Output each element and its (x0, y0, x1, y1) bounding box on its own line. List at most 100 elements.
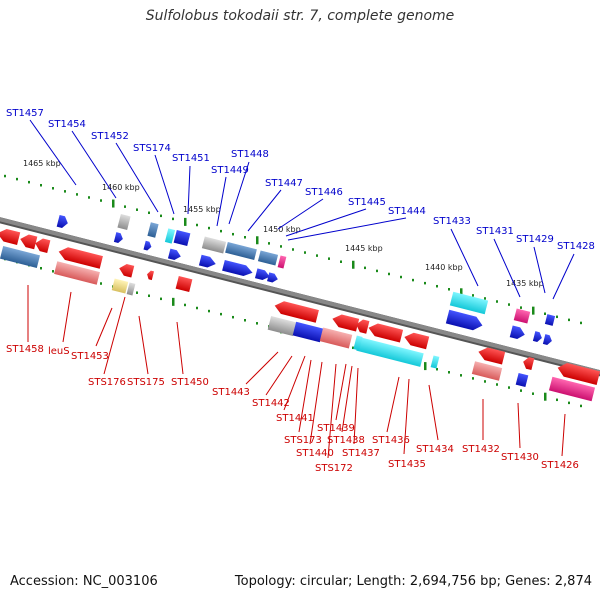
gene-shape (173, 229, 191, 247)
scale-label: 1450 kbp (263, 225, 301, 234)
bottom-callout-line (176, 321, 184, 375)
scale-tick (520, 389, 522, 392)
gene-glyph (175, 275, 193, 293)
gene-glyph (20, 234, 38, 250)
bottom-callout-line (265, 355, 293, 396)
bottom-callout-line (138, 315, 149, 375)
scale-tick (352, 260, 355, 269)
scale-tick (268, 242, 270, 245)
scale-tick (376, 269, 378, 273)
gene-shape (254, 268, 270, 281)
top-callout-line (247, 189, 282, 232)
gene-shape (54, 261, 100, 285)
top-gene-label: ST1428 (557, 241, 595, 252)
scale-tick (64, 190, 66, 193)
scale-tick (388, 272, 390, 276)
scale-tick (496, 383, 498, 386)
top-gene-label: ST1445 (348, 197, 386, 208)
gene-glyph (515, 372, 529, 388)
gene-glyph (257, 250, 279, 266)
gene-glyph (523, 357, 535, 371)
scale-tick (232, 315, 234, 319)
upper-scale-track (4, 174, 582, 325)
gene-shape (274, 301, 319, 323)
scale-tick (184, 217, 187, 226)
top-gene-label: ST1454 (48, 119, 86, 130)
gene-glyph (56, 214, 68, 228)
bottom-gene-label: STS173 (284, 435, 322, 446)
gene-shape (478, 347, 506, 365)
scale-tick (160, 214, 162, 218)
scale-tick (220, 312, 222, 316)
gene-shape (225, 241, 257, 261)
scale-tick (448, 288, 450, 291)
gene-shape (164, 228, 176, 244)
gene-glyph (35, 238, 51, 254)
bottom-gene-label: ST1426 (541, 460, 579, 471)
top-callout-line (450, 228, 479, 287)
bottom-callout-line (283, 355, 306, 411)
scale-tick (556, 315, 558, 319)
scale-tick (520, 306, 522, 309)
scale-tick (484, 297, 486, 300)
gene-shape (20, 234, 38, 250)
gene-shape (509, 325, 525, 339)
bottom-callout-line (517, 402, 521, 449)
genome-title: Sulfolobus tokodaii str. 7, complete gen… (145, 8, 455, 24)
scale-tick (256, 322, 258, 325)
scale-tick (424, 362, 427, 371)
gene-glyph (274, 301, 319, 323)
top-gene-label: ST1429 (516, 234, 554, 245)
scale-tick (136, 208, 138, 211)
gene-shape (430, 355, 440, 369)
gene-glyph (513, 308, 531, 324)
gene-glyph (356, 337, 424, 367)
scale-tick (556, 398, 558, 402)
top-callout-line (228, 161, 250, 225)
top-gene-label: ST1457 (6, 108, 44, 119)
gene-shape (111, 278, 129, 294)
scale-tick (16, 177, 18, 181)
scale-tick (484, 380, 486, 383)
bottom-callout-line (62, 291, 72, 343)
gene-shape (147, 222, 159, 238)
scale-tick (124, 205, 126, 208)
top-callout-line (552, 253, 575, 300)
top-gene-label: ST1447 (265, 178, 303, 189)
accession-text: Accession: NC_003106 (10, 574, 158, 589)
gene-shape (0, 246, 41, 268)
scale-tick (220, 229, 222, 233)
scale-tick (532, 306, 535, 315)
scale-tick (52, 270, 54, 273)
gene-shape (56, 214, 68, 228)
scale-tick (196, 223, 198, 227)
bottom-callout-line (309, 361, 323, 445)
top-callout-line (287, 217, 407, 241)
gene-glyph (319, 327, 353, 349)
scale-tick (184, 303, 186, 307)
gene-glyph (542, 334, 552, 345)
bottom-gene-label: ST1438 (327, 435, 365, 446)
gene-shape (126, 282, 136, 296)
gene-glyph (58, 247, 103, 269)
gene-shape (319, 327, 353, 349)
scale-tick (292, 248, 294, 251)
scale-tick (208, 226, 210, 230)
top-callout-line (154, 154, 175, 215)
gene-shape (277, 255, 287, 269)
scale-tick (148, 294, 150, 298)
scale-tick (4, 174, 6, 178)
scale-tick (244, 236, 246, 239)
scale-label: 1445 kbp (345, 244, 383, 253)
gene-shape (544, 314, 556, 326)
gene-shape (35, 238, 51, 254)
bottom-callout-line (245, 351, 279, 385)
scale-tick (196, 306, 198, 310)
scale-tick (460, 374, 462, 377)
gene-shape (471, 361, 503, 381)
scale-tick (280, 245, 282, 248)
bottom-gene-label: ST1440 (296, 448, 334, 459)
scale-tick (40, 183, 42, 187)
bottom-gene-label: leuS (48, 346, 70, 357)
gene-shape (0, 228, 21, 246)
